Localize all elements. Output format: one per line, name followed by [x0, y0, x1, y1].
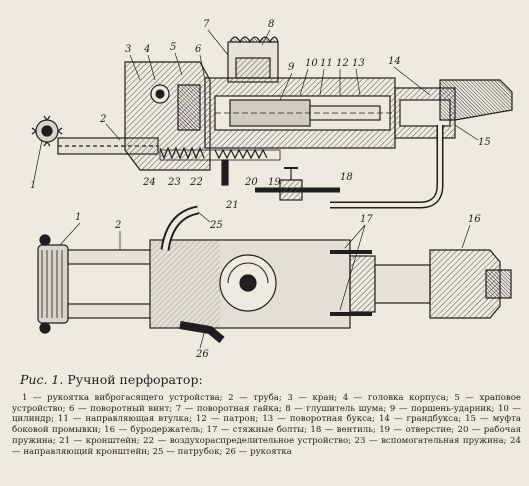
- callout: 11: [320, 58, 333, 69]
- vibration-handle: [31, 115, 63, 147]
- callout: 26: [195, 349, 209, 360]
- valve: [255, 167, 340, 201]
- callout: 8: [268, 19, 274, 30]
- callout: 18: [340, 172, 353, 183]
- callout: 2: [99, 114, 106, 125]
- callout: 13: [352, 58, 365, 69]
- callout: 14: [388, 56, 401, 67]
- figure-title: Ручной перфоратор:: [67, 372, 203, 387]
- bracket: [221, 159, 229, 186]
- bit-holder: [429, 249, 501, 319]
- muffler: [227, 36, 279, 83]
- figure-legend: 1 — рукоятка виброгасящего устройства; 2…: [12, 393, 521, 457]
- callout: 6: [195, 44, 202, 55]
- callout: 1: [75, 212, 81, 223]
- side-handle: [179, 321, 225, 344]
- callout: 22: [189, 177, 203, 188]
- callout: 7: [203, 19, 210, 30]
- callout: 16: [468, 214, 481, 225]
- perforator-drawing: 1 2 3 4 5 6 7 8 9 10 11 12 13 14 15 18 1…: [30, 19, 513, 360]
- working-spring: [214, 148, 268, 160]
- plan-view: [37, 205, 512, 344]
- callout: 2: [114, 220, 121, 231]
- callout: 9: [288, 62, 295, 73]
- handle-grip: [37, 244, 69, 324]
- callout: 12: [336, 58, 349, 69]
- callout: 10: [305, 58, 318, 69]
- callout: 15: [478, 137, 491, 148]
- figure-caption: Рис. 1. Ручной перфоратор:: [20, 372, 520, 387]
- grandbuxa: [439, 79, 513, 121]
- callout: 20: [244, 177, 258, 188]
- callout: 21: [225, 200, 239, 211]
- callout: 5: [170, 42, 176, 53]
- callout: 3: [125, 44, 131, 55]
- tube-pair: [67, 249, 159, 265]
- callout: 19: [268, 177, 281, 188]
- callout: 25: [209, 220, 223, 231]
- callout: 4: [143, 44, 150, 55]
- callout: 23: [167, 177, 181, 188]
- callouts: 1 2 3 4 5 6 7 8 9 10 11 12 13 14 15 18 1…: [30, 19, 491, 360]
- figure-number: Рис. 1.: [20, 372, 64, 387]
- section-view: [31, 36, 513, 209]
- callout: 1: [30, 180, 36, 191]
- callout: 17: [360, 214, 373, 225]
- callout: 24: [142, 177, 156, 188]
